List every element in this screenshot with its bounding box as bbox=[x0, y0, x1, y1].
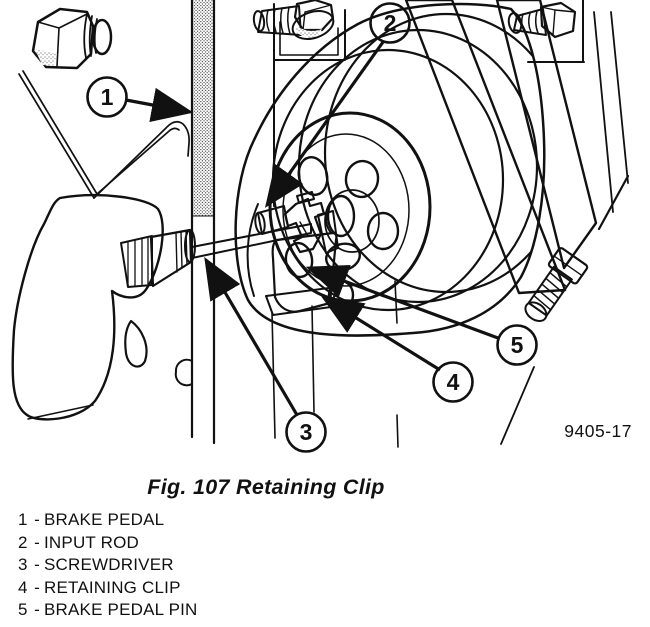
callout-1-leader bbox=[125, 87, 194, 123]
legend-separator: - bbox=[34, 555, 40, 574]
angled-stud bbox=[524, 247, 589, 322]
callout-leaders bbox=[125, 41, 499, 416]
legend-label: BRAKE PEDAL bbox=[44, 510, 165, 529]
handle-lobe bbox=[124, 319, 148, 368]
callout-3-number: 3 bbox=[300, 419, 313, 445]
legend-label: RETAINING CLIP bbox=[44, 577, 181, 597]
screwdriver-handle bbox=[11, 193, 196, 421]
legend-label: SCREWDRIVER bbox=[44, 555, 174, 574]
callout-5-number: 5 bbox=[511, 332, 524, 358]
legend-number: 3 bbox=[18, 555, 28, 574]
illustration-canvas: 1 2 3 4 5 9405-17 bbox=[11, 0, 632, 453]
callout-2-number: 2 bbox=[384, 10, 397, 36]
legend-number: 2 bbox=[18, 532, 28, 552]
support-brace-rear bbox=[495, 0, 598, 270]
hex-bolt-top-middle bbox=[252, 0, 335, 40]
figure-legend: 1-BRAKE PEDAL 2-INPUT ROD 3-SCREWDRIVER … bbox=[18, 509, 650, 622]
callout-1-number: 1 bbox=[101, 84, 114, 110]
pedal-return-rod bbox=[18, 70, 190, 199]
callout-4: 4 bbox=[432, 361, 474, 403]
legend-number: 4 bbox=[18, 577, 28, 597]
legend-separator: - bbox=[34, 577, 40, 597]
firewall-plate-corner bbox=[527, 0, 585, 63]
hex-bolt-top-left bbox=[31, 7, 113, 70]
legend-number: 1 bbox=[18, 510, 28, 529]
hub-boss bbox=[326, 194, 356, 238]
hex-bolt-top-right bbox=[507, 1, 577, 39]
legend-item-5: 5-BRAKE PEDAL PIN bbox=[18, 599, 650, 622]
callout-3: 3 bbox=[285, 411, 327, 453]
legend-label: BRAKE PEDAL PIN bbox=[44, 600, 198, 619]
callout-4-leader bbox=[321, 296, 441, 372]
panel-edge-line bbox=[500, 366, 535, 445]
legend-item-2: 2-INPUT ROD bbox=[18, 532, 650, 555]
drawing-code: 9405-17 bbox=[564, 421, 632, 441]
legend-label: INPUT ROD bbox=[44, 532, 139, 552]
callout-2-leader bbox=[264, 41, 385, 208]
callout-5-leader bbox=[305, 264, 499, 340]
callout-4-number: 4 bbox=[447, 369, 460, 395]
brake-pedal-pin-hole bbox=[284, 241, 314, 279]
callout-1: 1 bbox=[86, 76, 128, 118]
legend-separator: - bbox=[34, 510, 40, 529]
support-rods bbox=[593, 11, 630, 231]
legend-item-1: 1-BRAKE PEDAL bbox=[18, 509, 650, 532]
disc-hole bbox=[366, 211, 400, 251]
callout-3-leader bbox=[204, 257, 299, 416]
clevis-bracket bbox=[265, 231, 399, 448]
legend-separator: - bbox=[34, 532, 40, 552]
brake-pedal-arm bbox=[174, 0, 216, 445]
callout-5: 5 bbox=[496, 324, 538, 366]
legend-item-4: 4-RETAINING CLIP bbox=[18, 577, 650, 600]
figure-caption: Fig. 107 Retaining Clip bbox=[147, 475, 385, 499]
legend-number: 5 bbox=[18, 600, 28, 619]
legend-separator: - bbox=[34, 600, 40, 619]
callout-2: 2 bbox=[369, 2, 411, 44]
legend-item-3: 3-SCREWDRIVER bbox=[18, 554, 650, 577]
pedal-notch bbox=[174, 358, 193, 387]
disc-hole bbox=[344, 159, 380, 199]
